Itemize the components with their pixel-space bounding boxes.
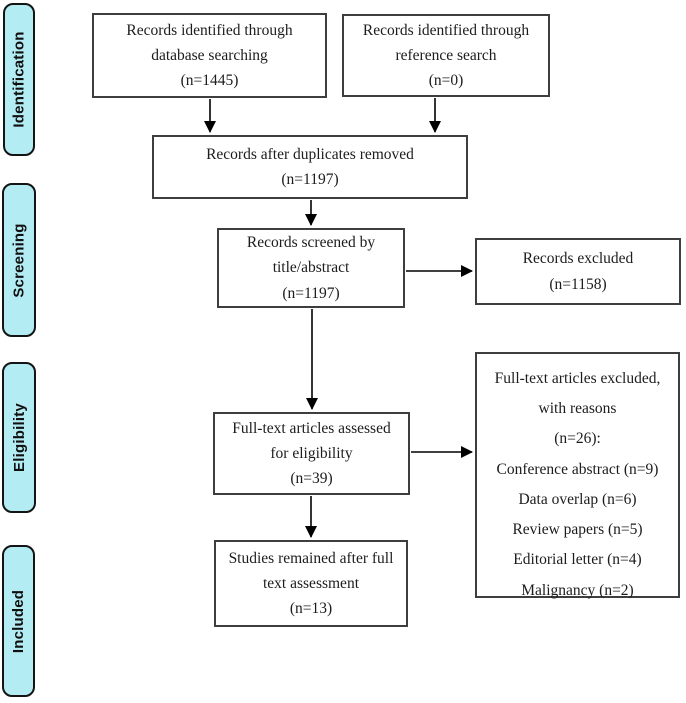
box-line: Records excluded — [522, 250, 634, 268]
stage-eligibility: Eligibility — [2, 362, 36, 513]
box-line: text assessment — [263, 574, 359, 592]
stage-included-label: Included — [10, 589, 27, 653]
box-line: Full-text articles assessed — [232, 419, 391, 437]
stage-screening-label: Screening — [10, 222, 28, 298]
stage-eligibility-label: Eligibility — [10, 403, 28, 472]
box-line: Full-text articles excluded, — [494, 370, 661, 387]
box-line: (n=1158) — [549, 275, 607, 293]
box-studies-remained: Studies remained after full text assessm… — [214, 540, 408, 627]
stage-identification-label: Identification — [10, 31, 28, 128]
box-line: Conference abstract (n=9) — [496, 460, 659, 478]
box-line: (n=1197) — [282, 284, 340, 302]
box-line: Records identified through — [362, 21, 530, 39]
box-line: Records identified through — [126, 21, 293, 39]
box-line: for eligibility — [270, 444, 353, 462]
box-line: (n=13) — [289, 600, 333, 618]
box-line: (n=1197) — [281, 171, 339, 188]
box-line: Malignancy (n=2) — [521, 581, 634, 599]
box-line: Records after duplicates removed — [206, 145, 414, 163]
box-line: title/abstract — [272, 259, 350, 277]
box-line: (n=39) — [290, 470, 333, 488]
box-records-screened: Records screened by title/abstract (n=11… — [217, 228, 405, 308]
box-duplicates-removed: Records after duplicates removed (n=1197… — [152, 135, 468, 199]
box-line: with reasons — [538, 400, 617, 418]
stage-identification: Identification — [3, 3, 35, 156]
box-line: Editorial letter (n=4) — [513, 551, 642, 569]
box-line: Data overlap (n=6) — [518, 490, 637, 508]
box-line: database searching — [151, 46, 268, 64]
stage-screening: Screening — [2, 183, 36, 337]
box-line: (n=26): — [554, 430, 601, 448]
box-line: (n=1445) — [180, 72, 239, 90]
box-records-reference-search: Records identified through reference sea… — [342, 14, 550, 97]
box-line: Records screened by — [246, 234, 376, 252]
box-line: Review papers (n=5) — [512, 521, 643, 539]
stage-included: Included — [2, 545, 35, 697]
box-line: reference search — [395, 46, 497, 64]
box-line: (n=0) — [428, 72, 464, 90]
box-line: Studies remained after full — [228, 549, 394, 567]
box-fulltext-assessed: Full-text articles assessed for eligibil… — [213, 412, 410, 495]
box-records-excluded: Records excluded (n=1158) — [475, 238, 681, 305]
box-records-database-search: Records identified through database sear… — [92, 13, 327, 98]
box-fulltext-excluded-reasons: Full-text articles excluded, with reason… — [475, 352, 680, 599]
